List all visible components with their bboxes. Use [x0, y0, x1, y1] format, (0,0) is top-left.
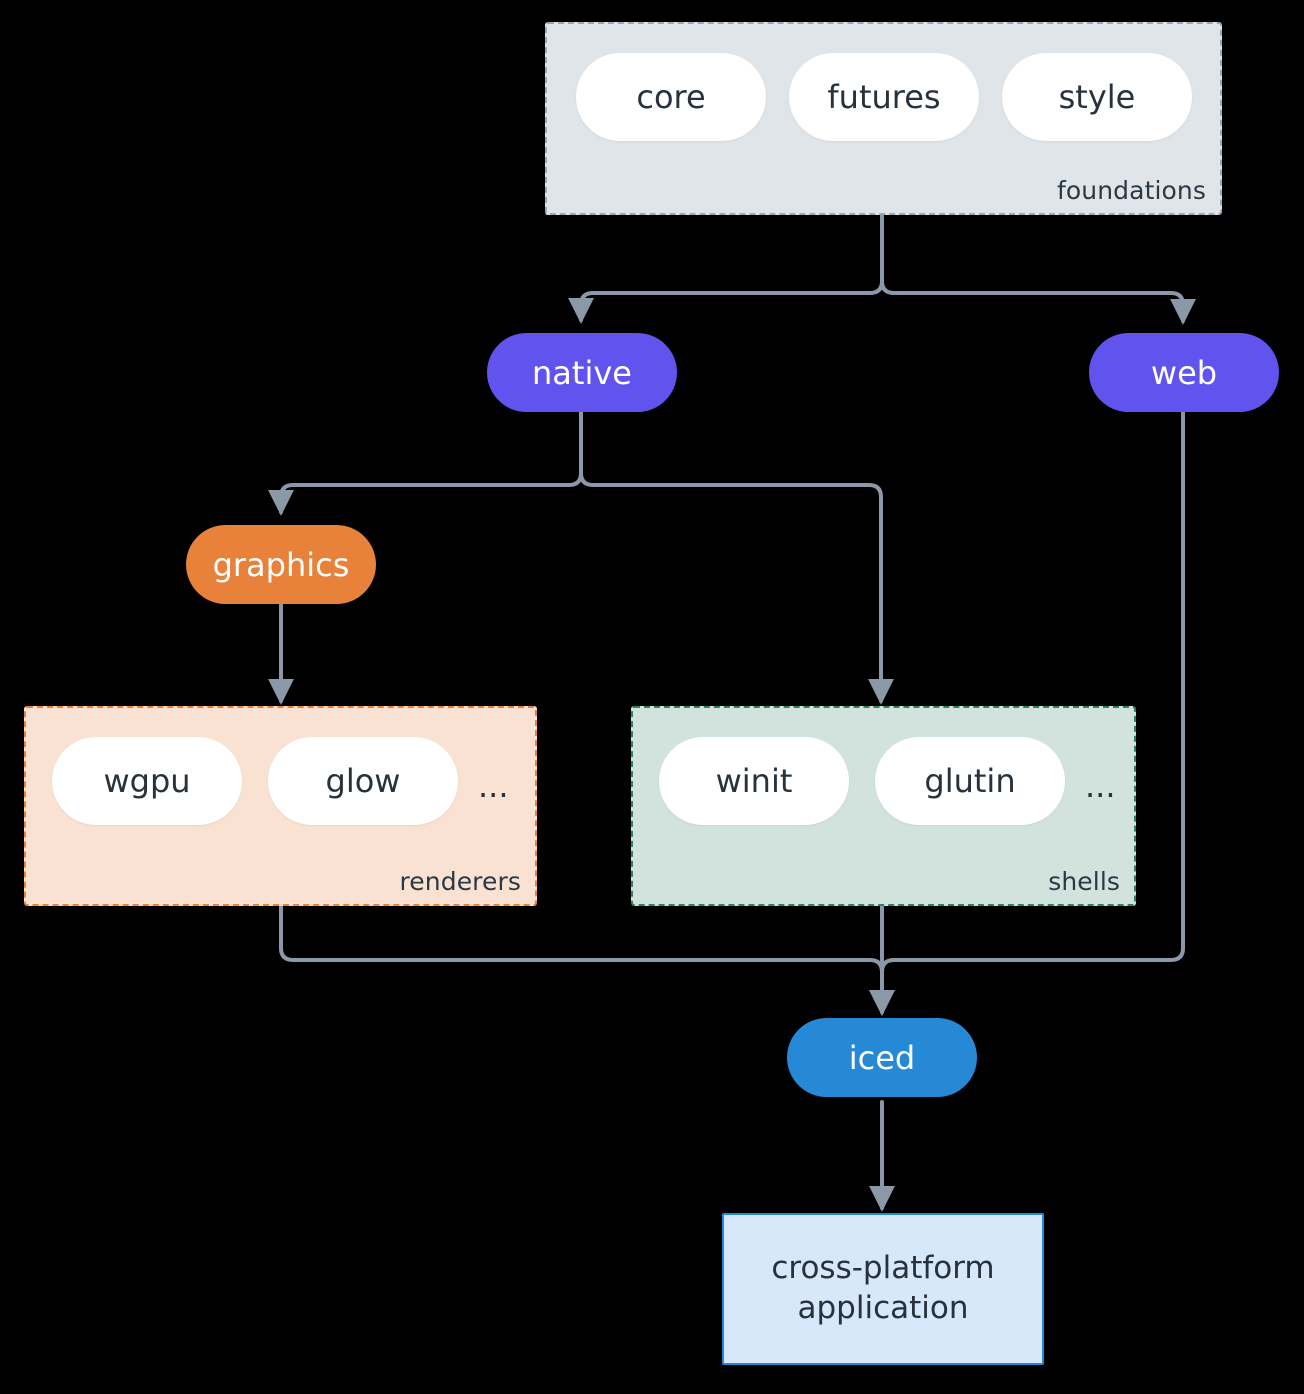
- node-winit[interactable]: winit: [659, 737, 849, 825]
- node-core-label: core: [636, 78, 706, 116]
- shells-ellipsis: ...: [1085, 767, 1116, 805]
- node-winit-label: winit: [715, 762, 793, 800]
- node-native-label: native: [532, 353, 632, 392]
- node-glutin-label: glutin: [924, 762, 1016, 800]
- cluster-foundations: core futures style foundations: [545, 22, 1222, 215]
- node-graphics-label: graphics: [212, 545, 350, 584]
- edge-renderers-iced: [279, 904, 895, 1016]
- node-iced[interactable]: iced: [787, 1018, 977, 1097]
- application-line2: application: [797, 1290, 969, 1326]
- node-iced-label: iced: [848, 1038, 916, 1077]
- cluster-shells: winit glutin ... shells: [631, 706, 1136, 906]
- node-wgpu-label: wgpu: [103, 762, 191, 800]
- node-glow-label: glow: [325, 762, 401, 800]
- node-style[interactable]: style: [1002, 53, 1192, 141]
- cluster-foundations-label: foundations: [1057, 176, 1206, 205]
- node-style-label: style: [1058, 78, 1136, 116]
- cluster-renderers-label: renderers: [399, 867, 521, 896]
- node-native[interactable]: native: [487, 333, 677, 412]
- node-web-label: web: [1150, 353, 1218, 392]
- edge-foundations-web: [880, 214, 1196, 325]
- node-web[interactable]: web: [1089, 333, 1279, 412]
- application-line1: cross-platform: [771, 1250, 995, 1287]
- node-graphics[interactable]: graphics: [186, 525, 376, 604]
- node-wgpu[interactable]: wgpu: [52, 737, 242, 825]
- renderers-ellipsis: ...: [478, 767, 509, 805]
- node-cross-platform-application[interactable]: cross-platform application: [722, 1213, 1044, 1365]
- edge-native-shells: [579, 409, 894, 705]
- node-futures[interactable]: futures: [789, 53, 979, 141]
- cluster-shells-label: shells: [1048, 867, 1120, 896]
- cluster-renderers: wgpu glow ... renderers: [24, 706, 537, 906]
- edge-foundations-native: [568, 214, 884, 324]
- edge-native-graphics: [268, 409, 583, 516]
- node-core[interactable]: core: [576, 53, 766, 141]
- node-glow[interactable]: glow: [268, 737, 458, 825]
- node-futures-label: futures: [827, 78, 941, 116]
- node-glutin[interactable]: glutin: [875, 737, 1065, 825]
